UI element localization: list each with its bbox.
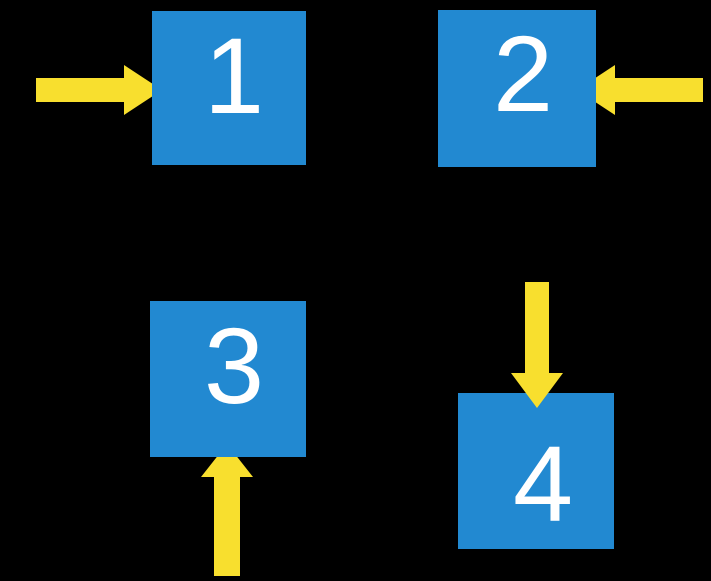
process-box-2[interactable]	[438, 10, 596, 167]
arrow-up-shape	[201, 444, 253, 576]
process-box-1-label: 1	[204, 15, 265, 136]
arrow-down-icon	[511, 282, 563, 408]
arrow-up-icon	[201, 444, 253, 576]
process-box-3[interactable]	[150, 301, 306, 457]
arrow-left-icon	[577, 65, 703, 115]
arrow-right-icon	[36, 65, 162, 115]
process-box-1[interactable]	[152, 11, 306, 165]
process-box-4-label: 4	[513, 423, 574, 544]
arrow-left-shape	[577, 65, 703, 115]
arrow-down-shape	[511, 282, 563, 408]
process-box-3-label: 3	[204, 305, 265, 426]
process-box-4[interactable]	[458, 393, 614, 549]
process-box-2-label: 2	[493, 13, 554, 134]
arrow-right-shape	[36, 65, 162, 115]
